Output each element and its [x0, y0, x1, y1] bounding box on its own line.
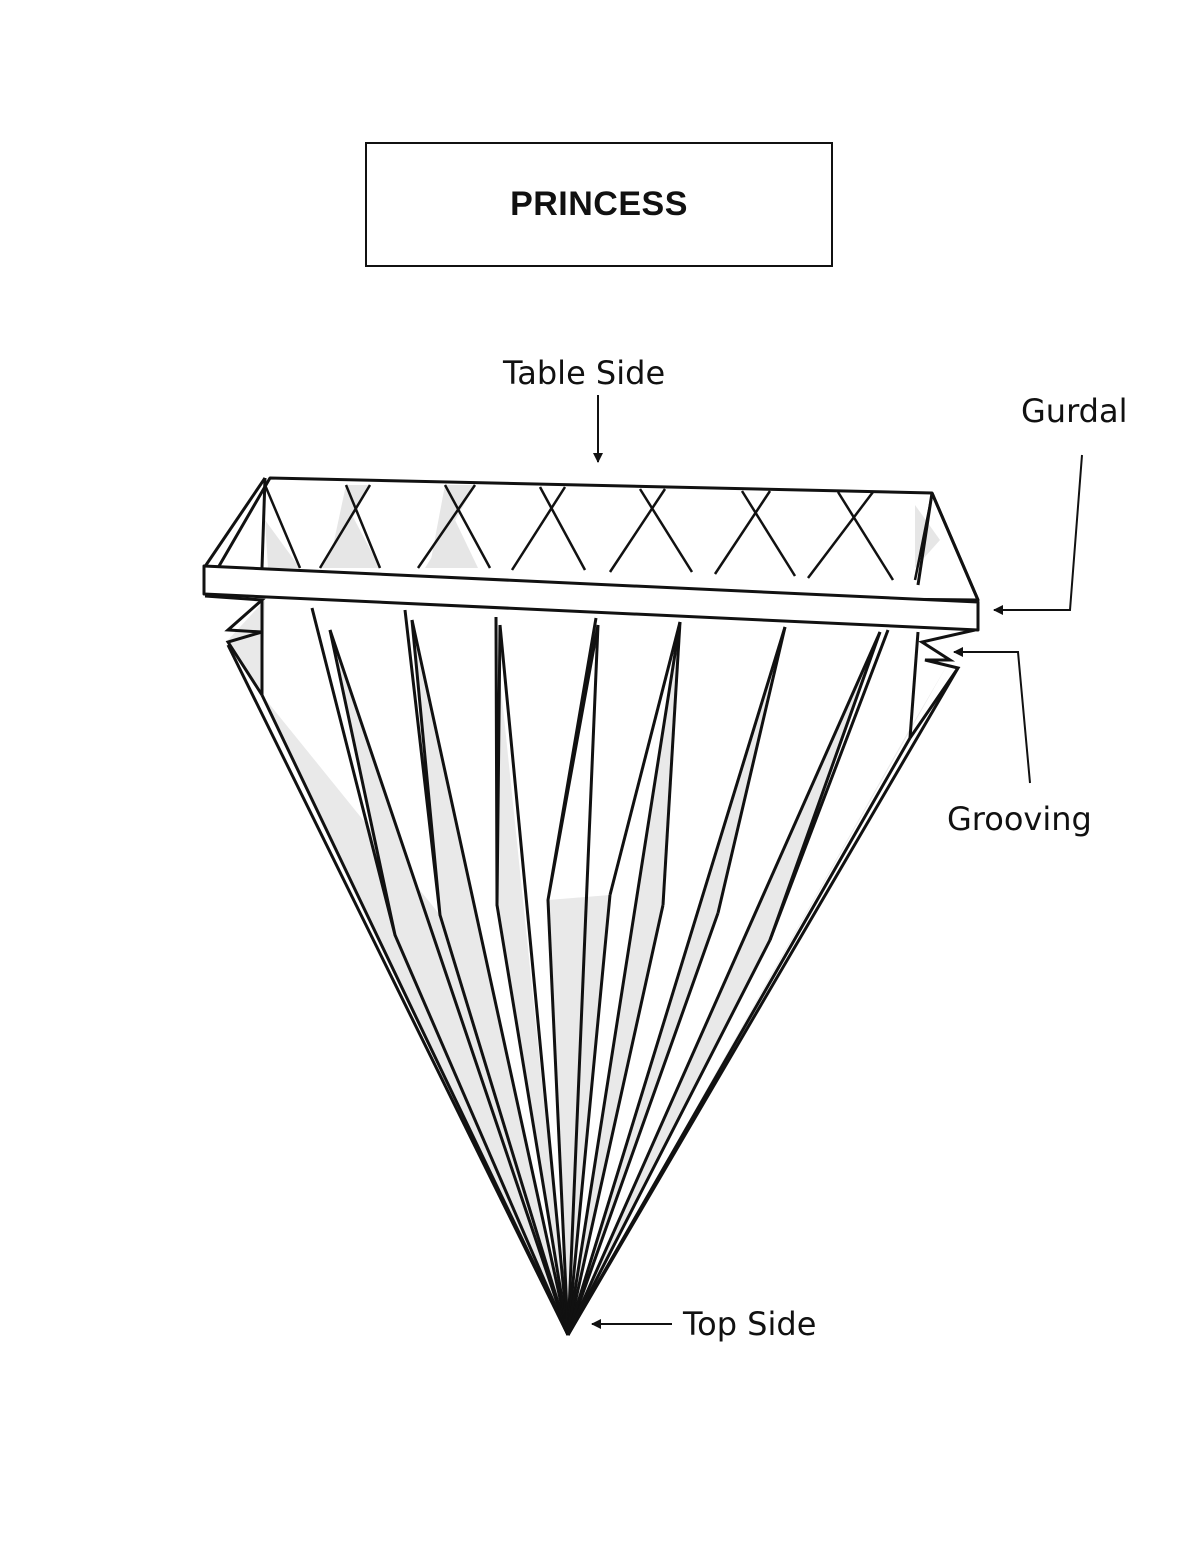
diagram-title: PRINCESS — [510, 185, 688, 223]
pavilion-lines — [226, 600, 960, 1336]
crown-shading — [265, 485, 940, 568]
leader-arrows — [591, 395, 1083, 1329]
arrow-gurdal — [993, 454, 1083, 615]
arrow-grooving — [953, 647, 1031, 784]
label-grooving: Grooving — [947, 800, 1092, 838]
label-gurdal: Gurdal — [1021, 392, 1128, 430]
table-facets — [263, 484, 934, 581]
girdle-band — [202, 564, 980, 632]
title-box: PRINCESS — [365, 142, 833, 267]
pavilion-shading — [228, 600, 950, 1335]
label-top-side: Top Side — [683, 1305, 817, 1343]
label-table-side: Table Side — [503, 354, 666, 392]
